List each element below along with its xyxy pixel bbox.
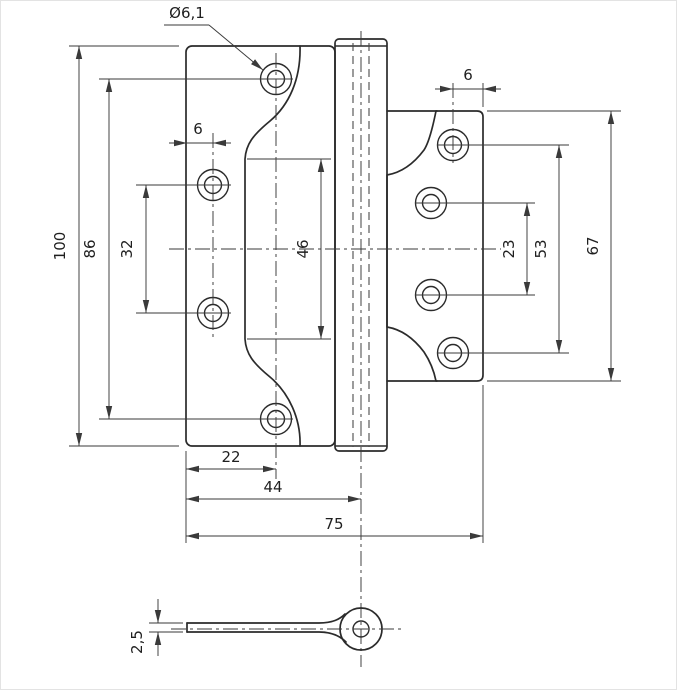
dimension-label: 2,5 xyxy=(128,630,146,654)
dimension-32: 32 xyxy=(118,184,231,314)
dimension-75: 75 xyxy=(186,385,484,543)
dimension-thickness: 2,5 xyxy=(128,599,183,656)
side-plate-top-edge xyxy=(186,613,346,624)
dimension-label: 32 xyxy=(118,239,136,258)
dimension-6-left: 6 xyxy=(169,120,231,147)
side-view: 2,5 xyxy=(128,599,405,656)
side-plate-bottom-edge xyxy=(186,631,347,643)
dimension-label: Ø6,1 xyxy=(169,4,205,22)
dimension-86: 86 xyxy=(81,78,293,420)
dimension-label: 46 xyxy=(294,239,312,258)
dimension-67: 67 xyxy=(487,110,621,382)
dimension-53: 53 xyxy=(437,144,569,354)
dimension-label: 53 xyxy=(532,239,550,258)
dimension-label: 86 xyxy=(81,239,99,258)
dimension-label: 67 xyxy=(584,236,602,255)
dimension-diameter: Ø6,1 xyxy=(164,4,264,71)
dimension-label: 6 xyxy=(193,120,203,138)
right-leaf-outline xyxy=(386,110,484,382)
dimension-label: 22 xyxy=(221,448,240,466)
dimension-label: 23 xyxy=(500,239,518,258)
dimensions: Ø6,1 100 86 32 6 xyxy=(51,4,621,543)
dimension-label: 100 xyxy=(51,232,69,261)
leader-line xyxy=(208,24,264,71)
dimension-height-100: 100 xyxy=(51,45,179,447)
dimension-6-right: 6 xyxy=(435,66,501,107)
dimension-label: 6 xyxy=(463,66,473,84)
left-leaf-outline xyxy=(185,45,336,447)
dimension-23: 23 xyxy=(415,202,535,296)
main-view xyxy=(169,31,501,667)
dimension-label: 75 xyxy=(324,515,343,533)
left-leaf xyxy=(185,45,336,447)
dimension-44: 44 xyxy=(186,478,361,503)
dimension-46: 46 xyxy=(247,158,331,340)
right-leaf xyxy=(386,110,484,382)
dimension-label: 44 xyxy=(263,478,282,496)
left-leaf-cut-contour xyxy=(244,45,301,447)
